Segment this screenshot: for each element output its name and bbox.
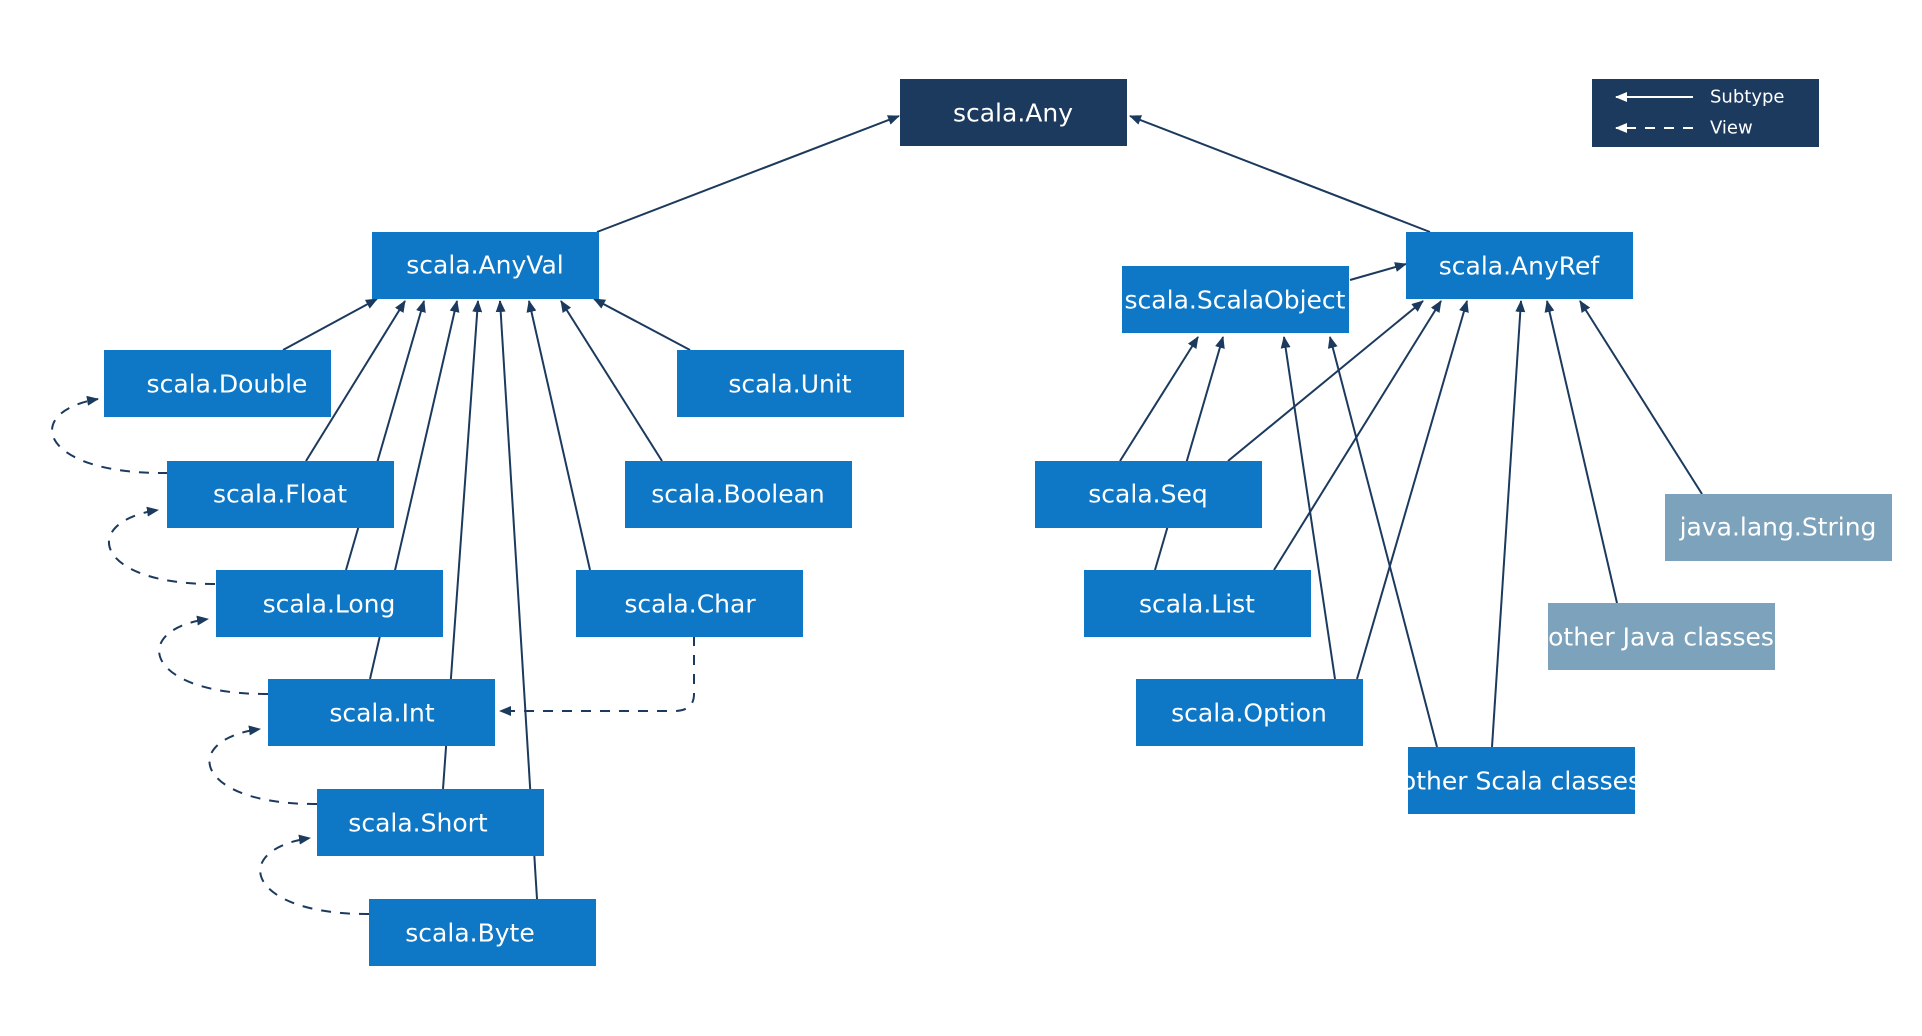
node-label: scala.Int	[329, 699, 435, 728]
node-label: scala.Byte	[405, 919, 534, 948]
edge-seq-to-scalaobject-a	[1119, 336, 1199, 462]
node-label: scala.Any	[953, 99, 1073, 128]
node-label: scala.AnyVal	[406, 251, 563, 280]
legend-box	[1592, 79, 1819, 147]
node-label: scala.Double	[147, 370, 308, 399]
node-scala-list: scala.List	[1084, 570, 1311, 637]
node-label: scala.Seq	[1088, 480, 1207, 509]
edge-seq-to-anyref	[1227, 300, 1424, 462]
edge-list-to-anyref	[1273, 300, 1442, 571]
edge-unit-to-anyval	[593, 298, 691, 351]
node-scala-scalaobject: scala.ScalaObject	[1122, 266, 1349, 333]
node-scala-unit: scala.Unit	[677, 350, 904, 417]
legend-view-label: View	[1710, 118, 1753, 139]
node-scala-anyval: scala.AnyVal	[372, 232, 599, 299]
node-scala-short: scala.Short	[317, 789, 544, 856]
node-label: scala.List	[1139, 590, 1255, 619]
edge-list-to-scalaobject	[1154, 336, 1225, 571]
node-scala-option: scala.Option	[1136, 679, 1363, 746]
edge-option-to-scalaobject	[1280, 336, 1336, 680]
legend: Subtype View	[1592, 79, 1819, 147]
edge-double-to-anyval	[282, 298, 378, 351]
node-label: scala.Float	[213, 480, 347, 509]
edge-java-string-to-anyref	[1579, 300, 1703, 495]
node-label: other Scala classes	[1401, 767, 1641, 796]
node-scala-any: scala.Any	[900, 79, 1127, 146]
node-scala-anyref: scala.AnyRef	[1406, 232, 1633, 299]
node-label: scala.Boolean	[651, 480, 825, 509]
edge-anyval-to-any	[596, 115, 900, 233]
legend-subtype-label: Subtype	[1710, 87, 1784, 108]
edge-anyref-to-any	[1129, 115, 1431, 233]
node-label: scala.Unit	[728, 370, 851, 399]
node-label: scala.Char	[624, 590, 756, 619]
node-scala-char: scala.Char	[576, 570, 803, 637]
node-scala-boolean: scala.Boolean	[625, 461, 852, 528]
node-scala-double: scala.Double	[104, 350, 331, 417]
view-char-to-int	[499, 636, 695, 716]
view-short-to-int	[208, 725, 318, 806]
node-scala-seq: scala.Seq	[1035, 461, 1262, 528]
node-other-scala-classes: other Scala classes	[1401, 747, 1641, 814]
view-byte-to-short	[259, 834, 370, 916]
edge-boolean-to-anyval	[560, 300, 663, 462]
edge-char-to-anyval	[526, 300, 591, 571]
node-label: scala.Option	[1171, 699, 1327, 728]
edge-long-to-anyval	[345, 300, 426, 571]
view-int-to-long	[158, 615, 269, 696]
node-scala-float: scala.Float	[167, 461, 394, 528]
node-other-java-classes: other Java classes	[1548, 603, 1775, 670]
edge-scalaobject-to-anyref	[1349, 262, 1407, 281]
node-label: scala.ScalaObject	[1125, 286, 1346, 315]
node-label: java.lang.String	[1679, 513, 1877, 542]
edge-other-scala-to-scalaobject	[1327, 336, 1438, 748]
view-long-to-float	[107, 506, 216, 586]
nodes: scala.Any scala.AnyVal scala.AnyRef scal…	[104, 79, 1892, 966]
edge-other-java-to-anyref	[1544, 300, 1618, 604]
node-java-lang-string: java.lang.String	[1665, 494, 1892, 561]
edge-option-to-anyref	[1356, 300, 1469, 680]
node-label: scala.AnyRef	[1439, 252, 1601, 281]
view-float-to-double	[51, 395, 169, 475]
node-scala-long: scala.Long	[216, 570, 443, 637]
node-label: other Java classes	[1548, 623, 1774, 652]
node-scala-byte: scala.Byte	[369, 899, 596, 966]
node-scala-int: scala.Int	[268, 679, 495, 746]
node-label: scala.Long	[263, 590, 396, 619]
edge-float-to-anyval	[305, 300, 406, 462]
node-label: scala.Short	[348, 809, 488, 838]
edge-other-scala-to-anyref	[1491, 300, 1526, 748]
